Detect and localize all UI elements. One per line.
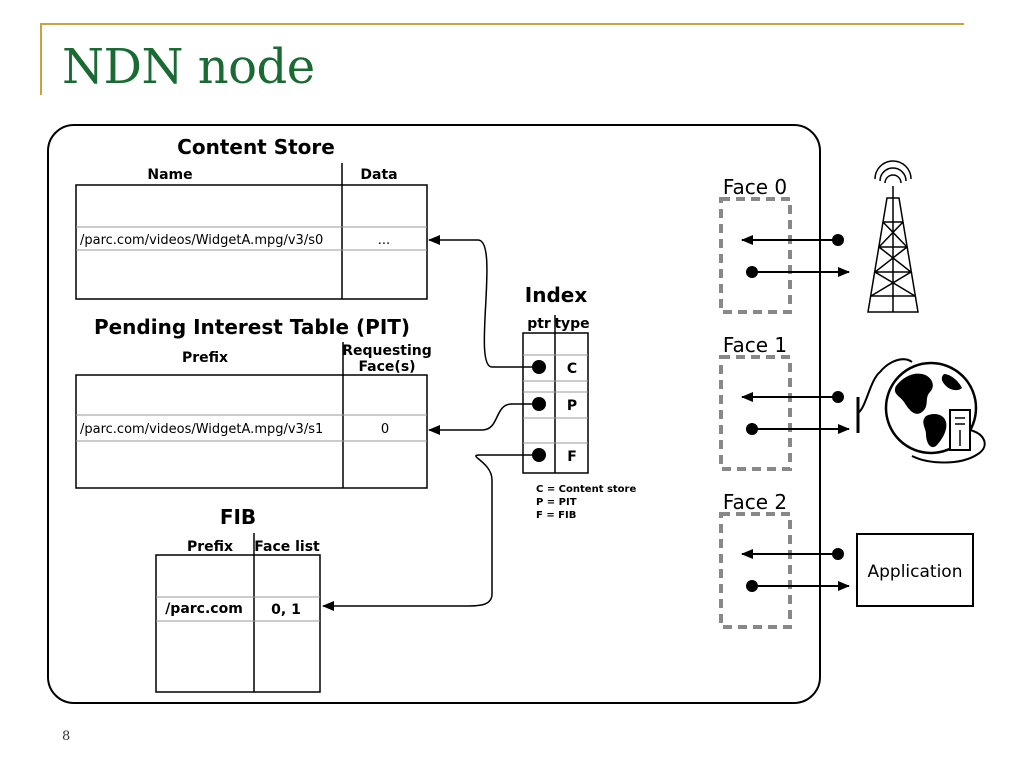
radio-tower-icon bbox=[867, 160, 919, 313]
face-2: Face 2 bbox=[719, 490, 850, 629]
face-0-outbound-dot bbox=[746, 266, 758, 278]
globe-network-icon bbox=[856, 358, 986, 464]
fib-facelist-header: Face list bbox=[254, 539, 320, 555]
pit-row-prefix: /parc.com/videos/WidgetA.mpg/v3/s1 bbox=[80, 422, 323, 437]
pit-faces-header-line2: Face(s) bbox=[358, 359, 415, 375]
face-1-label: Face 1 bbox=[723, 333, 787, 357]
fib: FIB Prefix Face list /parc.com 0, 1 bbox=[155, 505, 321, 693]
slide-title: NDN node bbox=[62, 39, 315, 95]
fib-prefix-header: Prefix bbox=[187, 539, 233, 555]
content-store-row-name: /parc.com/videos/WidgetA.mpg/v3/s0 bbox=[80, 233, 323, 248]
face-0-inbound-dot bbox=[832, 234, 844, 246]
index-to-pit-arrow bbox=[428, 403, 539, 435]
pit-table bbox=[75, 374, 428, 489]
face-2-inbound-dot bbox=[832, 548, 844, 560]
index: Index ptr type C P F C = Content store P… bbox=[522, 283, 636, 521]
content-store: Content Store Name Data /parc.com/videos… bbox=[75, 135, 428, 300]
index-type-f: F bbox=[567, 449, 577, 465]
content-store-title: Content Store bbox=[177, 135, 335, 159]
content-store-data-header: Data bbox=[360, 167, 397, 183]
index-ptr-header: ptr bbox=[527, 316, 551, 332]
pit-faces-header-line1: Requesting bbox=[342, 343, 432, 359]
index-legend-f: F = FIB bbox=[536, 510, 576, 521]
index-type-header: type bbox=[554, 316, 589, 332]
content-store-name-header: Name bbox=[147, 167, 192, 183]
face-2-outbound-dot bbox=[746, 580, 758, 592]
title-rule-side bbox=[40, 23, 42, 95]
application-box: Application bbox=[856, 533, 974, 607]
index-legend-p: P = PIT bbox=[536, 497, 577, 508]
fib-title: FIB bbox=[220, 505, 256, 529]
index-to-content-store-arrow bbox=[428, 235, 539, 368]
pit-prefix-header: Prefix bbox=[182, 350, 228, 366]
index-title: Index bbox=[525, 283, 588, 307]
fib-table bbox=[155, 554, 321, 693]
face-1: Face 1 bbox=[719, 333, 850, 471]
index-legend-c: C = Content store bbox=[536, 484, 636, 495]
fib-row-facelist: 0, 1 bbox=[271, 602, 301, 618]
page-number: 8 bbox=[62, 729, 71, 744]
face-0: Face 0 bbox=[719, 175, 850, 314]
face-1-inbound-dot bbox=[832, 391, 844, 403]
index-to-fib-arrow bbox=[322, 454, 539, 611]
face-1-outbound-dot bbox=[746, 423, 758, 435]
pit-title: Pending Interest Table (PIT) bbox=[94, 315, 410, 339]
index-type-p: P bbox=[567, 398, 577, 414]
content-store-table bbox=[75, 184, 428, 300]
content-store-row-data: ... bbox=[378, 233, 390, 248]
face-1-box bbox=[719, 355, 792, 471]
pit: Pending Interest Table (PIT) Prefix Requ… bbox=[75, 315, 432, 489]
application-label: Application bbox=[868, 562, 963, 582]
face-0-box bbox=[719, 197, 792, 314]
title-rule-top bbox=[40, 23, 964, 25]
face-0-label: Face 0 bbox=[723, 175, 787, 199]
pit-row-face: 0 bbox=[381, 422, 389, 437]
face-2-label: Face 2 bbox=[723, 490, 787, 514]
face-2-box bbox=[719, 512, 792, 629]
index-type-c: C bbox=[567, 361, 577, 377]
node-boundary bbox=[47, 124, 821, 704]
fib-row-prefix: /parc.com bbox=[165, 601, 243, 617]
